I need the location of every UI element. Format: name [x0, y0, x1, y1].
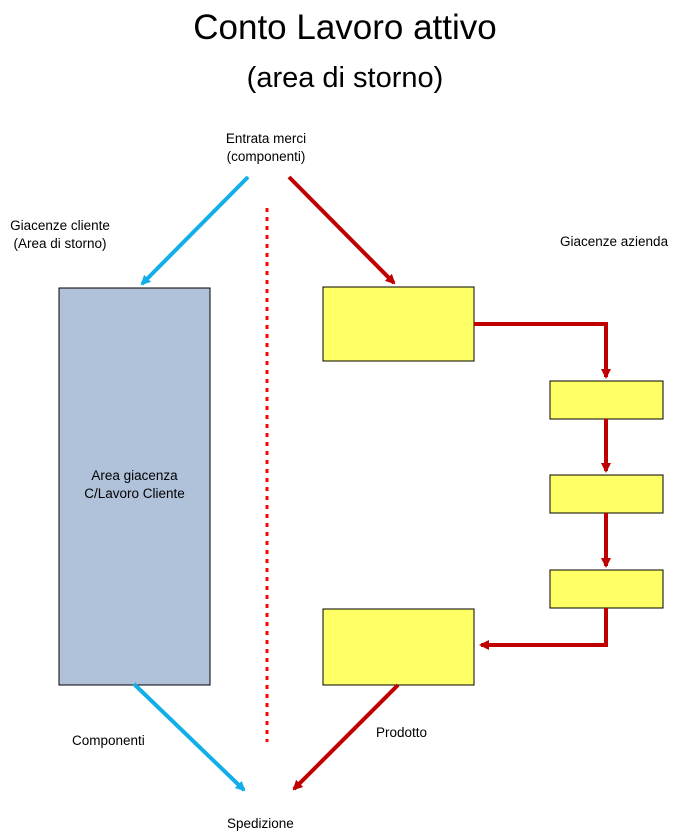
product-box: [322, 608, 475, 686]
customer-stock-label: Giacenze cliente (Area di storno): [0, 217, 120, 253]
customer-stock-label-line2: (Area di storno): [13, 236, 107, 251]
components-out-arrow: [132, 682, 246, 792]
components-label: Componenti: [72, 733, 145, 748]
customer-area-label-line1: Area giacenza: [91, 468, 178, 483]
goods-receipt-label-line1: Entrata merci: [225, 131, 307, 146]
customer-area-label: Area giacenza C/Lavoro Cliente: [59, 467, 210, 503]
diagram-subtitle: (area di storno): [246, 62, 444, 94]
shipment-label: Spedizione: [227, 816, 294, 831]
process-box-3: [549, 569, 664, 609]
customer-stock-label-line1: Giacenze cliente: [10, 218, 110, 233]
company-stock-label: Giacenze azienda: [560, 234, 669, 249]
product-label: Prodotto: [376, 725, 428, 740]
process-box-2: [549, 474, 664, 514]
flow-to-product: [479, 608, 608, 650]
customer-area-box: [58, 287, 211, 686]
goods-receipt-label: Entrata merci (componenti): [200, 130, 332, 166]
diagram-title: Conto Lavoro attivo: [193, 8, 497, 47]
flow-to-process-1: [474, 322, 611, 379]
customer-area-label-line2: C/Lavoro Cliente: [84, 486, 185, 501]
receipt-arrow: [287, 175, 396, 285]
receipt-box: [322, 286, 475, 362]
process-box-1: [549, 380, 664, 420]
goods-receipt-label-line2: (componenti): [226, 149, 306, 164]
shipment-arrow: [292, 683, 400, 791]
components-in-arrow: [140, 175, 250, 286]
